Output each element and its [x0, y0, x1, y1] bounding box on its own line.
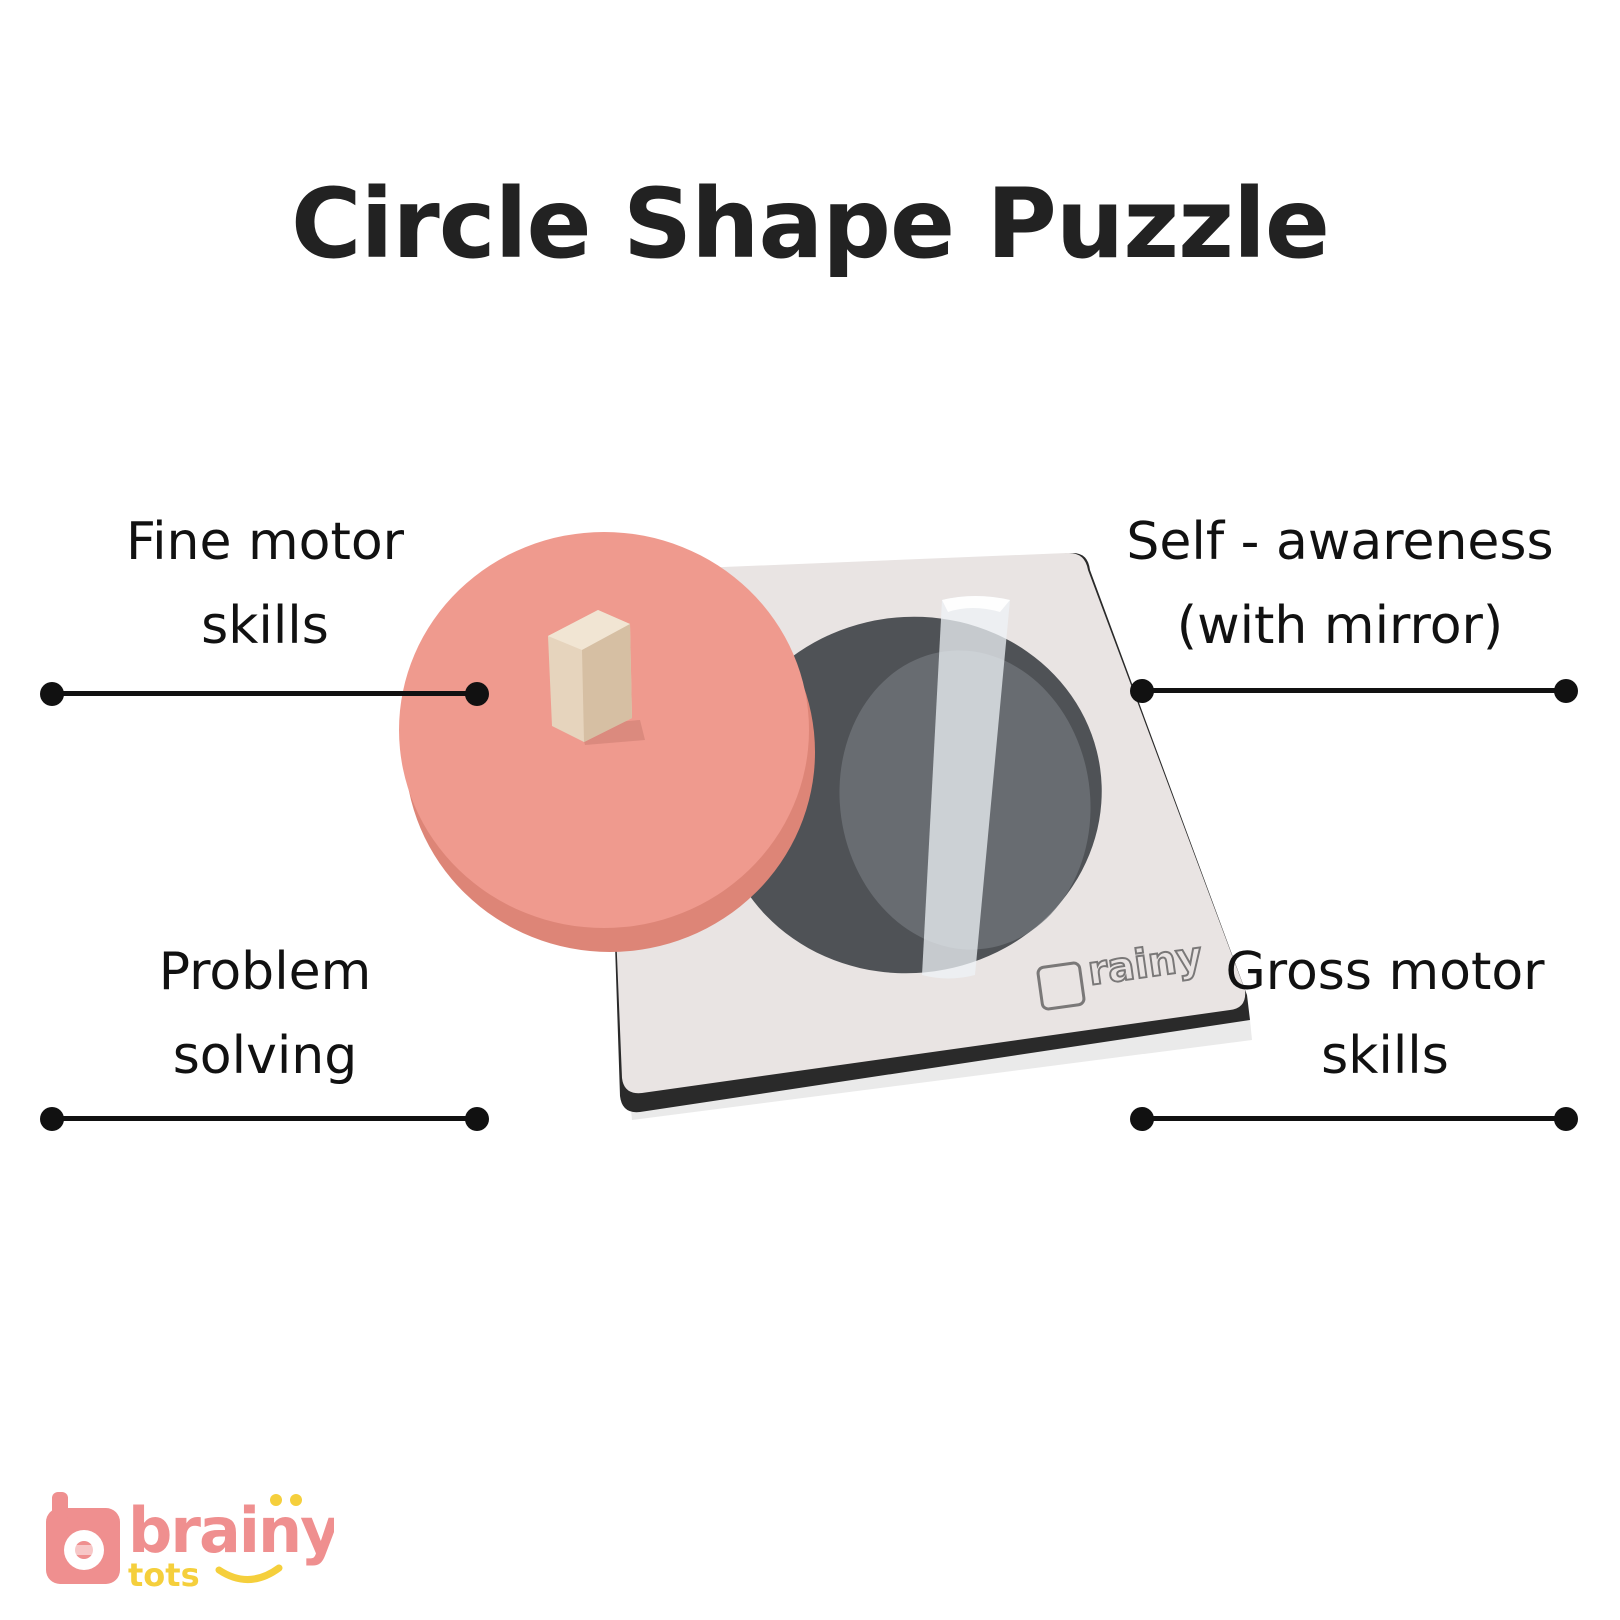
brand-logo: brainy tots — [46, 1492, 334, 1590]
feature-label-line-2: (with mirror) — [1176, 596, 1504, 656]
logo-wordmark: brainy — [128, 1494, 334, 1567]
connector-dot — [40, 682, 64, 706]
feature-label-line-2: skills — [201, 596, 329, 656]
feature-problem-solving: Problem solving — [110, 930, 420, 1098]
logo-subtext: tots — [128, 1556, 200, 1590]
feature-label-line-1: Problem — [158, 942, 372, 1002]
feature-label-line-2: skills — [1321, 1026, 1449, 1086]
feature-gross-motor-skills: Gross motor skills — [1220, 930, 1550, 1098]
acrylic-strip — [922, 596, 1010, 979]
connector-dot — [1554, 1107, 1578, 1131]
feature-label-line-2: solving — [172, 1026, 358, 1086]
connector-dot — [465, 1107, 489, 1131]
feature-label-line-1: Gross motor — [1225, 942, 1545, 1002]
feature-self-awareness: Self - awareness (with mirror) — [1120, 500, 1560, 668]
connector-dot — [1130, 1107, 1154, 1131]
connector-line — [1142, 688, 1566, 693]
connector-dot — [1130, 679, 1154, 703]
logo-smile — [215, 1564, 283, 1583]
feature-label-line-1: Fine motor — [125, 512, 405, 572]
page-title: Circle Shape Puzzle — [290, 168, 1330, 280]
feature-label-line-1: Self - awareness — [1126, 512, 1554, 572]
connector-line — [1142, 1116, 1566, 1121]
connector-dot — [465, 682, 489, 706]
connector-dot — [40, 1107, 64, 1131]
feature-fine-motor-skills: Fine motor skills — [100, 500, 430, 668]
connector-line — [52, 691, 478, 696]
connector-dot — [1554, 679, 1578, 703]
connector-line — [52, 1116, 478, 1121]
